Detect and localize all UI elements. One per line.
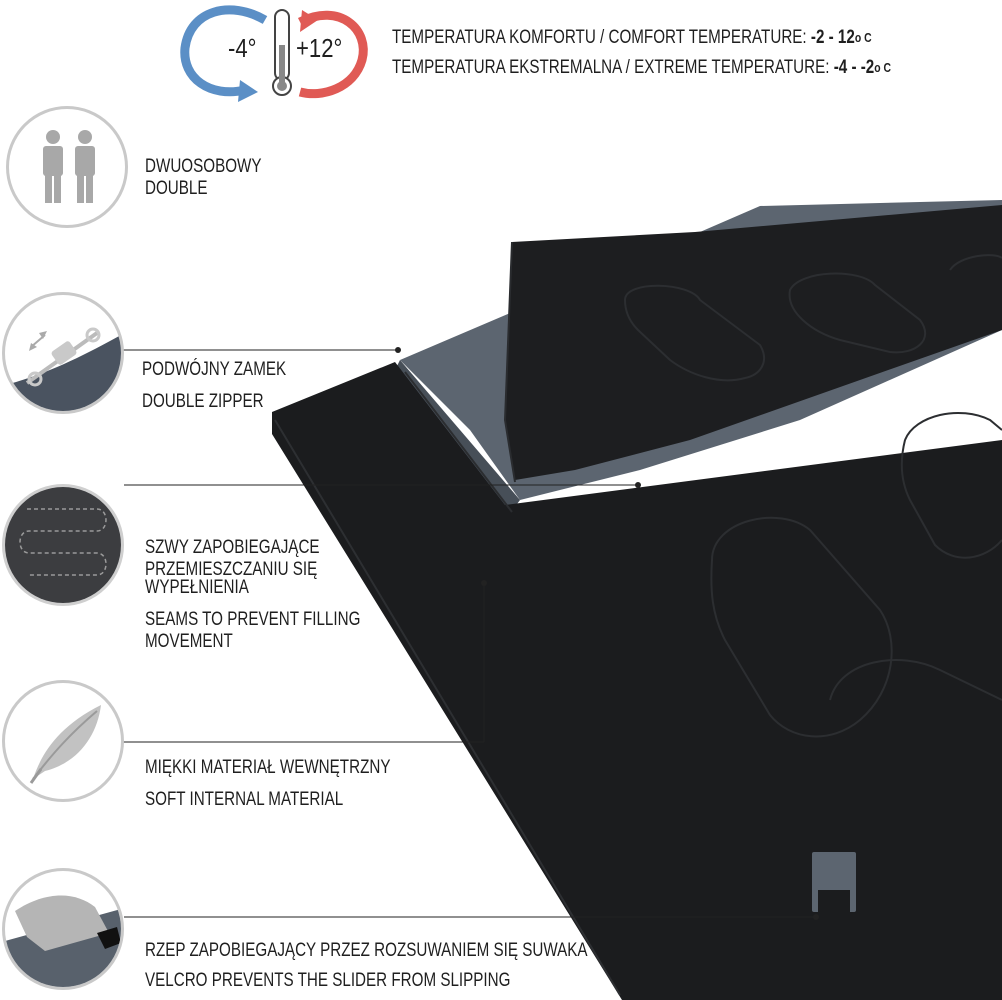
feature-zipper-line1: PODWÓJNY ZAMEK bbox=[142, 359, 287, 380]
feature-seams-line3: WYPEŁNIENIA bbox=[145, 577, 249, 598]
feature-double-line2: DOUBLE bbox=[145, 178, 208, 199]
feature-velcro-line2: VELCRO PREVENTS THE SLIDER FROM SLIPPING bbox=[145, 970, 511, 991]
extreme-temperature-value: -4 - -2 bbox=[833, 57, 875, 78]
seams-icon bbox=[5, 487, 121, 603]
feature-seams-line1: SZWY ZAPOBIEGAJĄCE bbox=[145, 537, 320, 558]
temperature-thermometer-icon bbox=[180, 5, 368, 102]
feature-zipper-text: PODWÓJNY ZAMEK DOUBLE ZIPPER bbox=[142, 359, 286, 413]
extreme-temperature-line: TEMPERATURA EKSTREMALNA / EXTREME TEMPER… bbox=[392, 57, 891, 79]
feature-seams-line5: MOVEMENT bbox=[145, 631, 233, 652]
feature-feather-text: MIĘKKI MATERIAŁ WEWNĘTRZNY SOFT INTERNAL… bbox=[145, 757, 390, 811]
feature-velcro-line1: RZEP ZAPOBIEGAJĄCY PRZEZ ROZSUWANIEM SIĘ… bbox=[145, 940, 588, 961]
feature-zipper-line2: DOUBLE ZIPPER bbox=[142, 391, 264, 412]
extreme-temperature-label: TEMPERATURA EKSTREMALNA / EXTREME TEMPER… bbox=[392, 57, 830, 78]
comfort-temperature-value: -2 - 12 bbox=[810, 27, 855, 48]
min-temperature-badge: -4° bbox=[228, 33, 257, 63]
feature-double-text: DWUOSOBOWY DOUBLE bbox=[145, 156, 262, 200]
feature-feather-line2: SOFT INTERNAL MATERIAL bbox=[145, 789, 344, 810]
feature-seams-line4: SEAMS TO PREVENT FILLING bbox=[145, 609, 361, 630]
feature-double-circle bbox=[6, 106, 128, 228]
comfort-temperature-unit: o C bbox=[854, 30, 872, 45]
max-temperature-badge: +12° bbox=[296, 33, 343, 63]
feature-velcro-text: RZEP ZAPOBIEGAJĄCY PRZEZ ROZSUWANIEM SIĘ… bbox=[145, 940, 588, 992]
extreme-temperature-unit: o C bbox=[874, 60, 892, 75]
feature-seams-text: SZWY ZAPOBIEGAJĄCE PRZEMIESZCZANIU SIĘ W… bbox=[145, 537, 360, 653]
feature-double-line1: DWUOSOBOWY bbox=[145, 156, 262, 177]
feather-icon bbox=[29, 705, 101, 784]
two-persons-icon bbox=[43, 130, 95, 203]
comfort-temperature-label: TEMPERATURA KOMFORTU / COMFORT TEMPERATU… bbox=[392, 27, 807, 48]
comfort-temperature-line: TEMPERATURA KOMFORTU / COMFORT TEMPERATU… bbox=[392, 27, 872, 49]
feature-feather-circle bbox=[2, 680, 124, 802]
zipper-icon bbox=[5, 327, 121, 411]
feature-seams-line2: PRZEMIESZCZANIU SIĘ bbox=[145, 559, 318, 580]
feature-zipper-circle bbox=[2, 292, 124, 414]
feature-velcro-circle bbox=[2, 868, 124, 990]
feature-feather-line1: MIĘKKI MATERIAŁ WEWNĘTRZNY bbox=[145, 757, 391, 778]
feature-seams-circle bbox=[2, 484, 124, 606]
velcro-icon bbox=[5, 895, 121, 987]
